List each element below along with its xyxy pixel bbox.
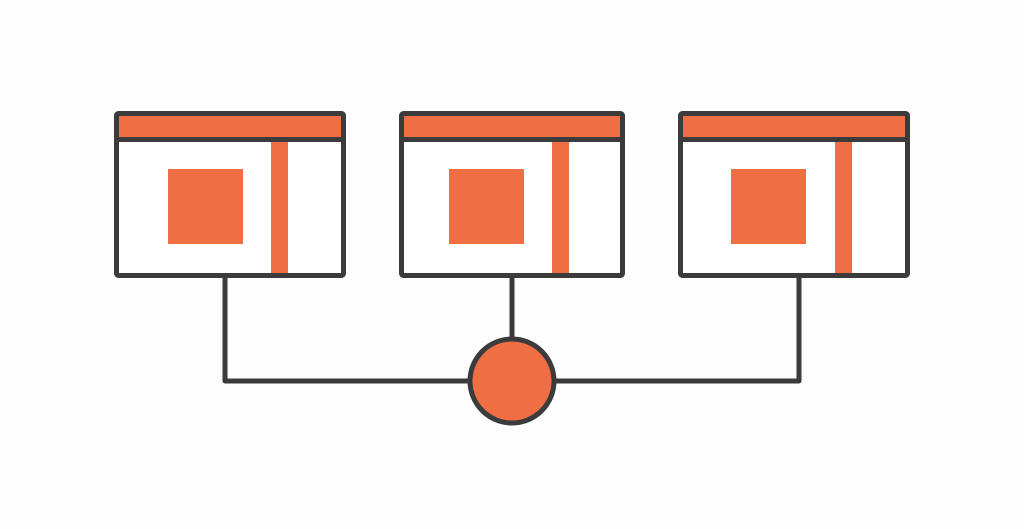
hub-node (467, 336, 557, 426)
window-1 (114, 111, 346, 278)
title-bar-divider (683, 137, 905, 142)
content-block (168, 169, 243, 244)
window-title-bar (119, 116, 341, 137)
sidebar-bar (552, 142, 569, 273)
windows (114, 111, 910, 278)
sidebar-bar (271, 142, 288, 273)
window-title-bar (404, 116, 620, 137)
content-block (449, 169, 524, 244)
window-title-bar (683, 116, 905, 137)
sidebar-bar (835, 142, 852, 273)
window-2 (399, 111, 625, 278)
title-bar-divider (119, 137, 341, 142)
window-3 (678, 111, 910, 278)
title-bar-divider (404, 137, 620, 142)
content-block (731, 169, 806, 244)
